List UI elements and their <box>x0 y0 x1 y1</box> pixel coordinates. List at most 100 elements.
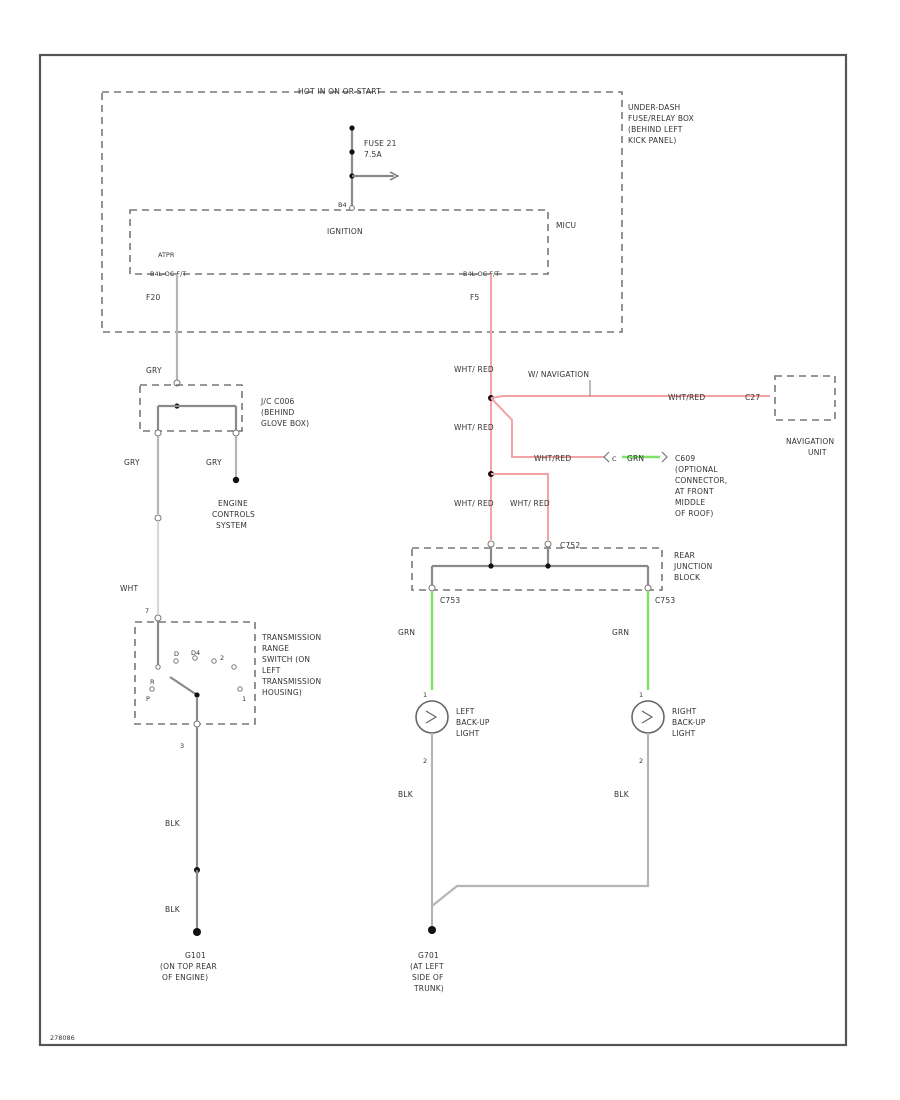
fuse-bottom-terminal <box>349 149 355 155</box>
trans-pos-1: 1 <box>242 695 246 703</box>
right-backup-light-bulb-icon <box>631 700 665 734</box>
g701-label-4: TRUNK) <box>413 984 444 993</box>
trans-top-pin <box>154 614 162 622</box>
rear-jb-out-left <box>428 584 436 592</box>
left-backup-light-bulb-icon <box>415 700 449 734</box>
left-light-label-2: BACK-UP <box>456 718 490 727</box>
trans-bottom-pin <box>193 720 201 728</box>
micu-pin-right: F5 <box>470 293 480 302</box>
trans-label-1: TRANSMISSION <box>261 633 321 642</box>
trans-contact-r <box>155 664 161 670</box>
optional-connector-icon <box>603 451 610 463</box>
wire-label-wht-red-1a: WHT/ RED <box>454 365 494 374</box>
right-light-pin2: 2 <box>639 757 643 765</box>
engine-label-1: ENGINE <box>218 499 248 508</box>
micu-conn-left: B4L-OC F/T <box>150 270 186 278</box>
fuse-box-label-1: UNDER-DASH <box>628 103 680 112</box>
blk-wire-right-light <box>431 733 650 907</box>
wire-label-blk-left: BLK <box>398 790 414 799</box>
optional-label-1: (OPTIONAL <box>675 465 718 474</box>
optional-label-3: AT FRONT <box>675 487 714 496</box>
ground-g701-icon <box>428 926 436 934</box>
right-light-label-2: BACK-UP <box>672 718 706 727</box>
trans-contact-1 <box>231 664 237 670</box>
g701-label-3: SIDE OF <box>412 973 444 982</box>
g701-label-2: (AT LEFT <box>410 962 444 971</box>
trans-contact-1b <box>237 686 243 692</box>
jc-label-3: GLOVE BOX) <box>261 419 309 428</box>
jc-label-2: (BEHIND <box>261 408 294 417</box>
optional-branch-wire <box>490 397 605 458</box>
wire-label-wht-red-opt: WHT/RED <box>534 454 571 463</box>
g101-id: G101 <box>185 951 206 960</box>
micu-box <box>129 209 549 275</box>
trans-label-2: RANGE <box>262 644 289 653</box>
wire-label-blk-right: BLK <box>614 790 630 799</box>
g101-label-2: (ON TOP REAR <box>160 962 217 971</box>
wire-label-blk-1: BLK <box>165 819 181 828</box>
power-label: HOT IN ON OR START <box>298 87 381 96</box>
nav-label-2: UNIT <box>808 448 827 457</box>
left-light-label-3: LIGHT <box>456 729 480 738</box>
fuse-rating: 7.5A <box>364 150 383 159</box>
trans-switch-arm <box>169 676 198 696</box>
rear-jb-connector: C752 <box>560 541 580 550</box>
wire-label-grn-left: GRN <box>398 628 415 637</box>
engine-label-3: SYSTEM <box>216 521 247 530</box>
trans-switch-pivot <box>194 692 200 698</box>
wire-label-gry-1: GRY <box>146 366 162 375</box>
trans-contact-p <box>149 686 155 692</box>
trans-pos-d: D <box>174 650 179 658</box>
rear-jb-label-3: BLOCK <box>674 573 701 582</box>
trans-pos-dd: D4 <box>191 649 200 657</box>
rear-jb-label-2: JUNCTION <box>673 562 712 571</box>
nav-option-label: W/ NAVIGATION <box>528 370 589 379</box>
engine-label-2: CONTROLS <box>212 510 255 519</box>
figure-id: 278086 <box>50 1034 75 1042</box>
micu-top-pin <box>349 205 355 211</box>
right-light-label-1: RIGHT <box>672 707 697 716</box>
g101-label-3: OF ENGINE) <box>162 973 208 982</box>
micu-pin-left-tag: ATPR <box>158 251 175 259</box>
trans-pin-bot: 3 <box>180 742 184 750</box>
fuse-box-label-4: KICK PANEL) <box>628 136 677 145</box>
optional-label-5: OF ROOF) <box>675 509 713 518</box>
navigation-unit-box <box>774 375 836 421</box>
trans-contact-2 <box>211 658 217 664</box>
trans-label-5: TRANSMISSION <box>261 677 321 686</box>
micu-pin-top: B4 <box>338 201 347 209</box>
micu-conn-right: B4L-OC F/T <box>463 270 499 278</box>
jc-left-pin <box>154 429 162 437</box>
wire-label-gry-3: GRY <box>206 458 222 467</box>
rear-junction-block <box>411 547 663 591</box>
fuse-box-label-2: FUSE/RELAY BOX <box>628 114 694 123</box>
nav-connector: C27 <box>745 393 760 402</box>
engine-connection-dot <box>232 476 240 484</box>
trans-switch-box <box>134 621 256 725</box>
right-bulb-filament-icon <box>641 710 654 724</box>
left-bulb-filament-icon <box>425 710 438 724</box>
optional-id: C609 <box>675 454 695 463</box>
rear-jb-left-conn: C753 <box>440 596 460 605</box>
rear-jb-out-right <box>644 584 652 592</box>
wire-label-wht: WHT <box>120 584 138 593</box>
fuse-box-label-3: (BEHIND LEFT <box>628 125 683 134</box>
wire-label-grn-opt: GRN <box>627 454 644 463</box>
left-light-pin1: 1 <box>423 691 427 699</box>
wire-label-grn-right: GRN <box>612 628 629 637</box>
wire-label-blk-2: BLK <box>165 905 181 914</box>
trans-label-6: HOUSING) <box>262 688 302 697</box>
inline-connector <box>154 514 162 522</box>
optional-arrow-icon <box>661 451 668 463</box>
fuse-name: FUSE 21 <box>364 139 397 148</box>
trans-pos-r: R <box>150 678 155 686</box>
ground-g101-icon <box>193 928 201 936</box>
rear-jb-label-1: REAR <box>674 551 695 560</box>
fuse-branch-arrow-icon <box>389 171 400 181</box>
trans-pos-p: P <box>146 695 150 703</box>
wire-label-wht-red-4: WHT/ RED <box>510 499 550 508</box>
wire-label-wht-red-nav: WHT/RED <box>668 393 705 402</box>
optional-pin: C <box>612 455 617 463</box>
fuse-top-terminal <box>349 125 355 131</box>
